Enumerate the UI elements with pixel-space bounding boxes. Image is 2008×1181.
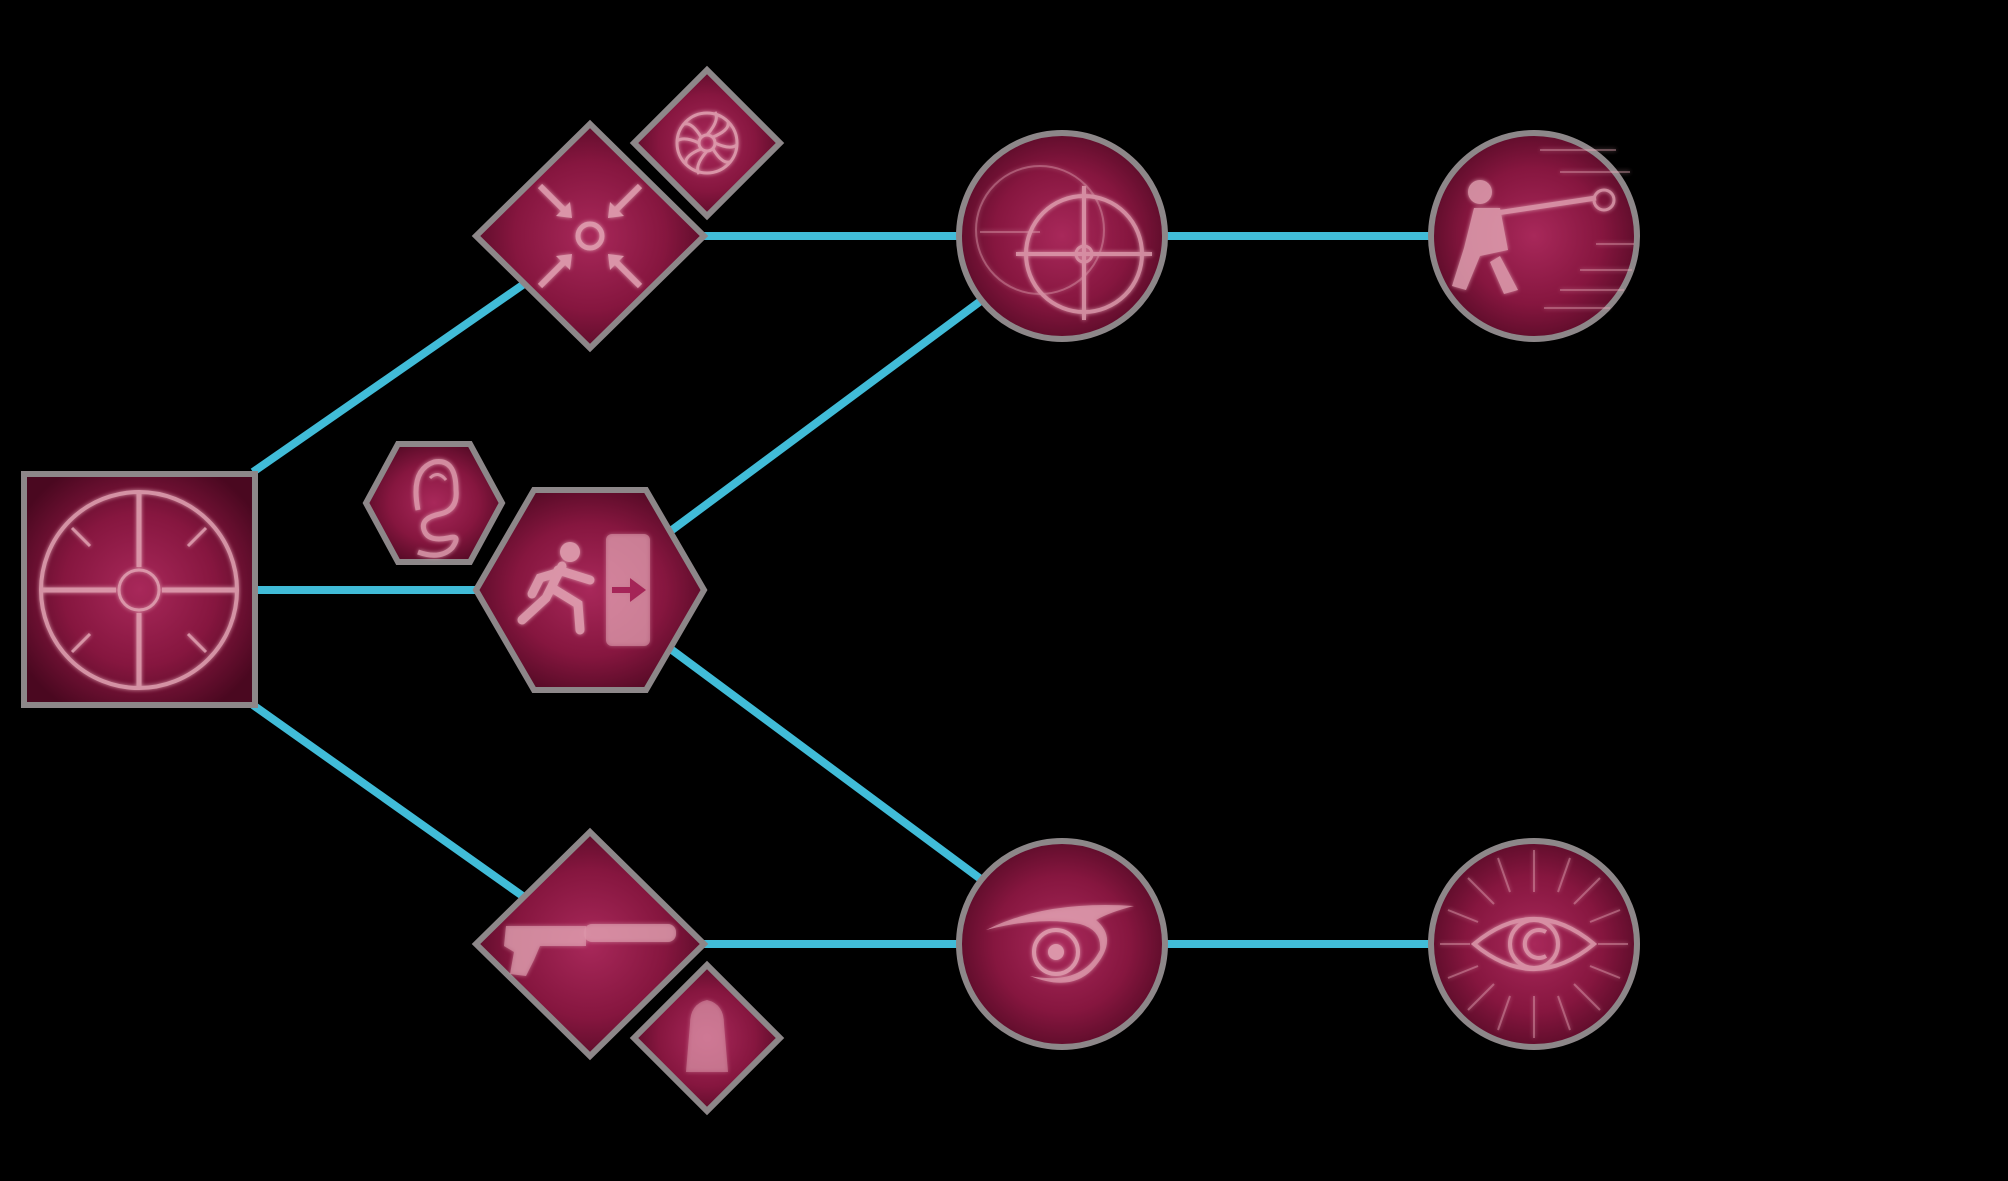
skill-node-crosshair-root[interactable] <box>21 471 258 708</box>
silenced-pistol-icon <box>504 924 676 976</box>
radiant-eye-icon <box>1440 850 1628 1038</box>
link-escape-scope <box>669 296 985 534</box>
skill-node-marksman[interactable] <box>1428 130 1640 342</box>
hawk-eye-icon <box>986 905 1134 983</box>
skill-node-silencer[interactable] <box>471 827 709 1061</box>
skill-node-converge-mod[interactable] <box>629 65 785 221</box>
cloaked-figure-icon <box>686 1000 728 1072</box>
link-root-converge <box>250 280 527 476</box>
kneeling-sniper-icon <box>1452 149 1634 309</box>
connector-lines <box>250 232 1430 948</box>
link-escape-hawk <box>669 646 985 884</box>
running-exit-icon <box>517 534 650 646</box>
skill-node-scope-lock[interactable] <box>956 130 1168 342</box>
crosshair-scope-icon <box>39 490 239 690</box>
link-root-silencer <box>250 701 527 901</box>
double-scope-icon <box>975 165 1152 320</box>
skill-node-hawk-eye[interactable] <box>956 838 1168 1050</box>
converging-arrows-icon <box>537 183 643 289</box>
skill-node-silencer-mod[interactable] <box>629 960 785 1116</box>
skill-node-escape[interactable] <box>472 487 708 693</box>
skill-node-converge[interactable] <box>471 119 709 353</box>
smoke-figure-icon <box>413 459 459 558</box>
skill-node-escape-mod[interactable] <box>362 441 506 565</box>
skill-node-all-seeing[interactable] <box>1428 838 1640 1050</box>
radial-burst-icon <box>675 111 739 175</box>
